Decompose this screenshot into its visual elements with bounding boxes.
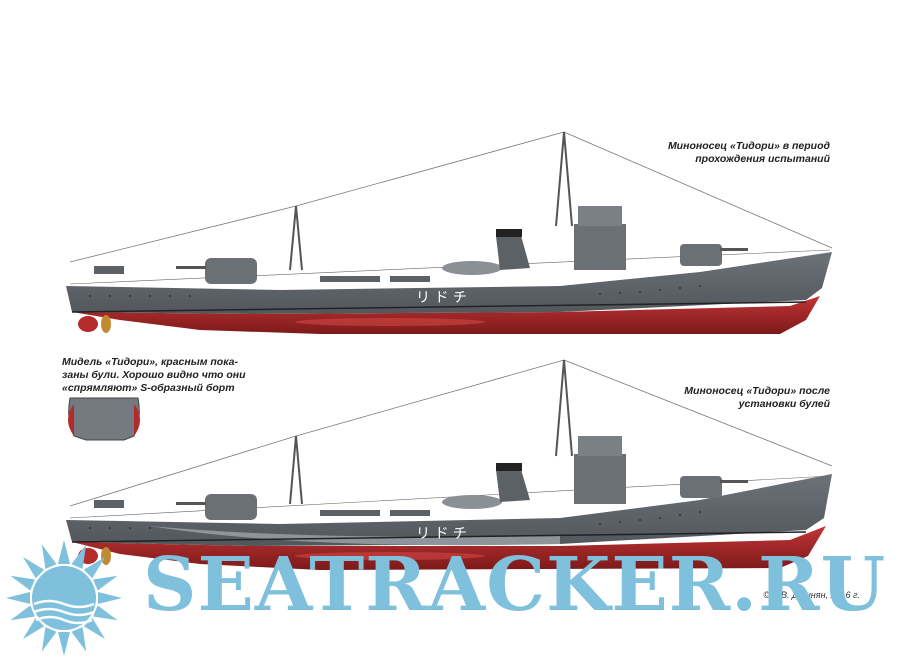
gun-turret-aft <box>205 494 257 520</box>
hull-side <box>66 474 832 546</box>
bridge-top <box>578 436 622 456</box>
caption-line: установки булей <box>738 398 830 410</box>
gun-barrel <box>176 266 206 269</box>
funnel-cap <box>496 463 522 471</box>
ship-boat <box>442 261 502 275</box>
underwater-hull <box>72 526 826 570</box>
caption-line: заны були. Хорошо видно что они <box>62 369 246 381</box>
caption-line: прохождения испытаний <box>695 153 830 165</box>
aft-mast <box>289 205 297 271</box>
gun-turret-aft <box>205 258 257 284</box>
watermark-text: SEATRACKER.RU <box>143 542 887 628</box>
caption-line: Миноносец «Тидори» в период <box>667 140 830 152</box>
torpedo-tubes <box>320 276 380 282</box>
propeller <box>101 315 111 333</box>
propeller <box>101 547 111 565</box>
rigging-line <box>295 131 565 207</box>
portholes <box>89 285 701 297</box>
torpedo-tubes <box>390 276 430 282</box>
section-bulge <box>134 404 140 436</box>
stern-gun <box>94 500 124 508</box>
rigging-line <box>69 435 297 507</box>
caption-top-ship: Миноносец «Тидори» в период прохождения … <box>590 140 830 166</box>
portholes <box>89 511 701 529</box>
fore-mast <box>563 131 573 227</box>
ship-boat <box>442 495 502 509</box>
fore-mast <box>555 131 565 227</box>
hull-marking: リ ド チ <box>416 290 467 306</box>
bridge <box>574 224 626 270</box>
rigging-line <box>69 205 297 263</box>
hull-highlight <box>295 318 485 326</box>
caption-section: Мидель «Тидори», красным пока- заны були… <box>62 356 262 395</box>
midship-section <box>68 397 140 441</box>
rigging-line <box>563 359 833 467</box>
section-profile <box>68 397 140 441</box>
caption-line: Миноносец «Тидори» после <box>684 385 830 397</box>
underwater-hull <box>72 296 820 334</box>
gun-barrel <box>720 480 748 483</box>
gun-barrel <box>720 248 748 251</box>
section-bulge <box>68 404 74 436</box>
caption-line: Мидель «Тидори», красным пока- <box>62 356 238 368</box>
funnel-cap <box>496 229 522 237</box>
sun-logo-icon <box>6 540 122 656</box>
hull-highlight <box>295 552 485 560</box>
rigging-line <box>563 131 833 249</box>
caption-bottom-ship: Миноносец «Тидори» после установки булей <box>590 385 830 411</box>
rudder <box>78 316 98 332</box>
gun-turret-fore <box>680 476 722 498</box>
aft-mast <box>289 435 297 505</box>
copyright-text: © А.В. Дашнян, 2016 г. <box>763 590 860 600</box>
funnel <box>496 232 530 270</box>
torpedo-tubes <box>390 510 430 516</box>
waterline <box>71 531 807 543</box>
waterline <box>71 301 807 313</box>
aft-mast <box>295 205 303 271</box>
funnel <box>496 466 530 502</box>
hull-bulge <box>150 526 560 546</box>
stern-gun <box>94 266 124 274</box>
hull-marking: リ ド チ <box>416 526 467 542</box>
rigging-line <box>295 359 565 437</box>
bottom-ship: リ ド チ <box>66 359 833 570</box>
bridge <box>574 454 626 504</box>
top-ship: リ ド チ <box>66 131 833 334</box>
hull-side <box>66 252 832 314</box>
bridge-top <box>578 206 622 226</box>
torpedo-tubes <box>320 510 380 516</box>
gun-turret-fore <box>680 244 722 266</box>
aft-mast <box>295 435 303 505</box>
fore-mast <box>555 359 565 457</box>
gun-barrel <box>176 502 206 505</box>
fore-mast <box>563 359 573 457</box>
caption-line: «спрямляют» S-образный борт <box>62 382 235 394</box>
